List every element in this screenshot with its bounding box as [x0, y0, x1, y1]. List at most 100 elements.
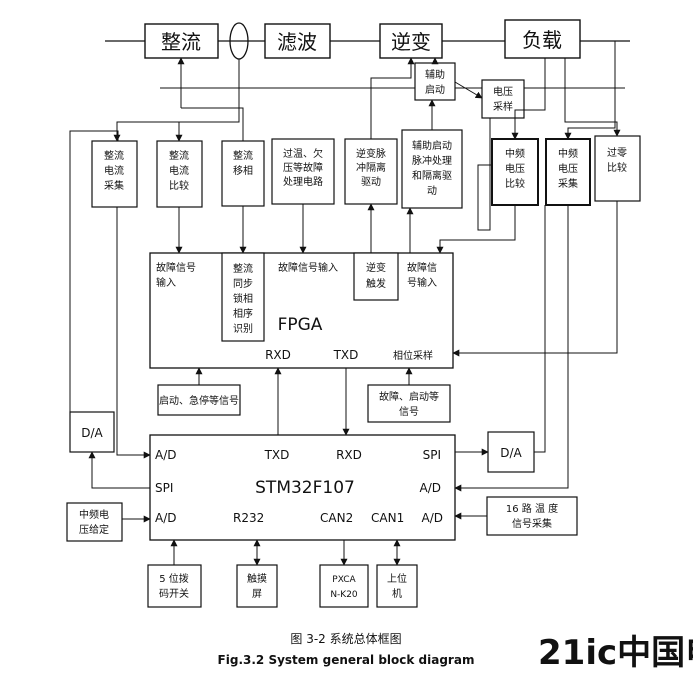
pxca-box — [319, 564, 369, 608]
fpga-fault-in-left-l2: 输入 — [156, 276, 176, 289]
load-to-mf-cmp — [511, 58, 546, 140]
mf-volt-cmp-l1: 中频 — [505, 147, 525, 160]
fault-circuit-box — [271, 138, 335, 205]
fault-start-signal-l2: 信号 — [399, 406, 419, 418]
ct-to-acq-arrow — [113, 59, 240, 142]
inv-trigger-l1: 逆变 — [366, 261, 386, 274]
stm32-r232: R232 — [233, 511, 264, 525]
mf-cmp-to-fpga — [436, 205, 516, 254]
fpga-title: FPGA — [278, 315, 323, 335]
dip-switch-l1: 5 位拨 — [159, 572, 189, 585]
mf-volt-acq-l1: 中频 — [558, 147, 578, 160]
rectifier-label: 整流 — [161, 30, 201, 54]
host-l1: 上位 — [387, 572, 407, 585]
mf-volt-cmp-l3: 比较 — [505, 177, 525, 190]
inv-pulse-drive-l2: 冲隔离 — [356, 161, 386, 174]
aux-pulse-drive-l3: 和隔离驱 — [412, 169, 452, 182]
stm32-ad-left-2: A/D — [155, 511, 177, 525]
temp-acq-l2: 信号采集 — [512, 517, 552, 530]
voltage-sample-l1: 电压 — [493, 85, 513, 98]
mf-volt-set-box — [66, 502, 123, 542]
watermark: 21ic中国电子网 — [538, 633, 693, 673]
rect-current-acq-l1: 整流 — [104, 149, 124, 162]
fault-circuit-l2: 压等故障 — [283, 161, 323, 174]
stm32-title: STM32F107 — [255, 478, 355, 498]
rect-sync-l3: 锁相 — [233, 292, 253, 305]
load-to-mf-acq — [564, 41, 616, 140]
inv-drive-to-inverter — [370, 57, 415, 139]
da-right-box — [487, 431, 535, 473]
filter-box — [264, 23, 331, 59]
touch-screen-l2: 屏 — [252, 588, 262, 600]
inverter-box — [379, 23, 443, 59]
inv-trigger-l2: 触发 — [366, 277, 386, 290]
rect-phase-shift-l1: 整流 — [233, 149, 253, 162]
rect-phase-shift-box — [221, 140, 265, 207]
fpga-box — [149, 252, 454, 369]
aux-pulse-drive-l1: 辅助启动 — [412, 139, 452, 152]
fault-start-signal-l1: 故障、启动等 — [379, 390, 439, 403]
voltage-sample-box — [481, 79, 525, 119]
start-stop-signal-label: 启动、急停等信号 — [159, 394, 239, 407]
rect-sync-l1: 整流 — [233, 262, 253, 275]
voltage-sample-l2: 采样 — [493, 100, 513, 113]
acq-to-stm-ad — [116, 207, 151, 459]
mf-volt-set-l2: 压给定 — [79, 523, 109, 536]
fpga-fault-in-mid: 故障信号输入 — [278, 261, 338, 274]
stm32-txd: TXD — [264, 448, 290, 462]
stm-spi-to-da — [88, 451, 150, 489]
touch-screen-l1: 触摸 — [247, 572, 267, 585]
mf-volt-acq-box — [545, 138, 591, 206]
stm32-rxd: RXD — [336, 448, 362, 462]
zero-cross-l1: 过零 — [607, 146, 627, 159]
stm32-box — [149, 434, 456, 541]
load-box — [504, 19, 581, 59]
stm32-spi-left: SPI — [155, 481, 173, 495]
temp-acq-l1: 16 路 温 度 — [506, 502, 558, 515]
inverter-label: 逆变 — [391, 30, 431, 54]
mf-volt-acq-l2: 电压 — [558, 162, 578, 175]
stm32-ad-right-2: A/D — [422, 511, 444, 525]
aux-pulse-drive-box — [401, 129, 463, 209]
ct-to-cmp-arrow — [175, 121, 239, 142]
touch-screen-box — [236, 564, 278, 608]
caption-cn: 图 3-2 系统总体框图 — [290, 632, 401, 646]
rect-phase-shift-l2: 移相 — [233, 164, 253, 177]
pxca-l2: N-K20 — [330, 590, 358, 600]
aux-start-l1: 辅助 — [425, 68, 445, 81]
dip-switch-l2: 码开关 — [159, 587, 189, 600]
fpga-txd: TXD — [333, 348, 359, 362]
fpga-fault-in-right-l1: 故障信 — [407, 261, 437, 274]
load-label: 负载 — [522, 28, 562, 52]
rect-current-acq-l3: 采集 — [104, 179, 124, 192]
da-right-up — [534, 205, 546, 453]
rect-current-acq-box — [91, 140, 138, 208]
fpga-fault-in-left-l1: 故障信号 — [156, 261, 196, 274]
pxca-l1: PXCA — [332, 575, 356, 585]
da-left-label: D/A — [81, 426, 103, 440]
aux-start-box — [414, 62, 456, 101]
aux-pulse-drive-l2: 脉冲处理 — [412, 154, 452, 167]
zero-cross-l2: 比较 — [607, 161, 627, 174]
rect-sync-box — [221, 252, 265, 342]
stm32-ad-left-1: A/D — [155, 448, 177, 462]
mf-volt-cmp-l2: 电压 — [505, 162, 525, 175]
zero-cross-to-fpga — [452, 201, 618, 357]
rect-current-cmp-box — [156, 140, 203, 208]
aux-start-l2: 启动 — [425, 83, 445, 96]
load-to-zero-cross — [564, 58, 621, 137]
stm32-can2: CAN2 — [320, 511, 353, 525]
stm32-can1: CAN1 — [371, 511, 404, 525]
rect-current-cmp-l1: 整流 — [169, 149, 189, 162]
rect-sync-l2: 同步 — [233, 278, 253, 290]
host-box — [376, 564, 418, 608]
aux-pulse-drive-l4: 动 — [427, 185, 437, 197]
temp-acq-box — [486, 496, 578, 536]
mf-acq-to-stm — [454, 205, 569, 492]
fpga-fault-in-right-l2: 号输入 — [407, 276, 437, 289]
stm32-spi-right: SPI — [423, 448, 441, 462]
dip-switch-box — [147, 564, 202, 608]
zero-cross-box — [594, 135, 641, 202]
inv-pulse-drive-l3: 驱动 — [361, 176, 381, 188]
